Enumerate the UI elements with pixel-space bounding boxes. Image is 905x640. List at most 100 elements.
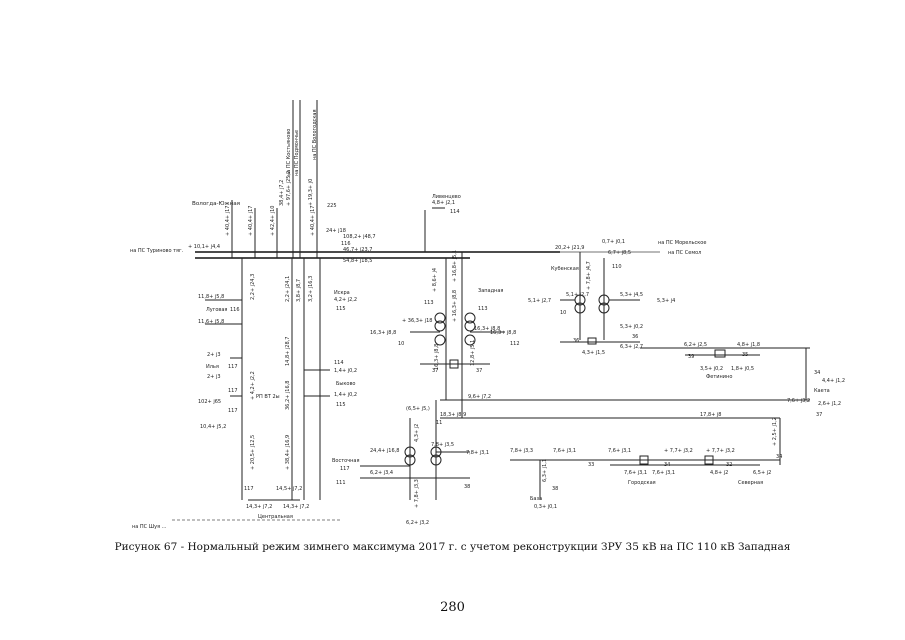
flow-s-2: 4,8+ j2 [710, 470, 728, 476]
flow-fet-1: 6,2+ j2,5 [684, 342, 707, 348]
flow-v-1: 2,2+ j24,3 [250, 274, 256, 300]
node-117-rp2: 117 [228, 408, 238, 414]
flow-fet-4: 1,8+ j0,5 [731, 366, 754, 372]
flow-isk-3: 1,4+ j0,2 [334, 392, 357, 398]
flow-lug-1: 11,8+ j5,8 [198, 294, 224, 300]
node-11: 11 [436, 420, 442, 426]
flow-kub-k3: 5,3+ j4,5 [620, 292, 643, 298]
flow-top-2: + 97,6+ j25,2 [286, 171, 292, 206]
label-ilya: Илья [206, 364, 219, 370]
flow-kub-k2: 5,1+ j2,7 [566, 292, 589, 298]
node-37-z1: 37 [432, 368, 438, 374]
flow-z-12: 17,8+ j8 [700, 412, 721, 418]
bus-vologda [195, 251, 660, 259]
node-117-rp1: 117 [228, 388, 238, 394]
flow-kub-k8: 6,3+ j2,7 [620, 344, 643, 350]
node-115-isk: 115 [336, 306, 346, 312]
fetinino-line [440, 347, 810, 465]
flow-vo-6: 4,3+ j2 [414, 424, 420, 442]
flow-z-4: 16,3+ j8,8 [370, 330, 396, 336]
flow-s-3: + 2,5+ j1,2 [772, 417, 778, 446]
flow-v-2: 2,2+ j24,1 [285, 276, 291, 302]
node-117-cen: 117 [244, 486, 254, 492]
flow-z-1: + 36,3+ j18 [402, 318, 432, 324]
flow-top-3: + 19,3+ j0 [308, 179, 314, 206]
flow-rp-5: 36,2+ j16,8 [285, 381, 291, 410]
node-225: 225 [327, 203, 337, 209]
flow-z-9: 12,8+ j5,1 [470, 340, 476, 366]
label-kubenskaya: Кубенская [551, 266, 579, 272]
flow-v-4: 3,2+ j16,3 [308, 276, 314, 302]
flow-bus-4: 54,8+ j18,5 [343, 258, 372, 264]
node-37-kaeta: 37 [816, 412, 822, 418]
label-lugovaya: Луговая [206, 307, 227, 313]
flow-rp-2: + 4,2+ j2,2 [250, 371, 256, 400]
feeders-top [231, 100, 426, 258]
node-38-baza: 38 [552, 486, 558, 492]
label-bykovo: Быково [336, 381, 355, 387]
label-to-kostyanovo: на ПС Костьяново [286, 129, 292, 176]
flow-vo-7: 6,2+ j3,2 [406, 520, 429, 526]
flow-rp-3: 10,4+ j5,2 [200, 424, 226, 430]
flow-bus-2: 108,2+ j48,7 [343, 234, 376, 240]
node-114-byk: 114 [334, 360, 344, 366]
label-to-podmonche: на ПС Подмончье [294, 130, 300, 176]
flow-g-4: 7,6+ j3,1 [624, 470, 647, 476]
flow-z-6: 16,3+ j8,8 [490, 330, 516, 336]
flow-b-2: 0,3+ j0,1 [534, 504, 557, 510]
label-vostochnaya: Восточная [332, 458, 360, 464]
flow-isk-2: 1,4+ j0,2 [334, 368, 357, 374]
flow-ilya-2: 2+ j3 [207, 374, 221, 380]
flow-bus-3: 46,7+ j23,7 [343, 247, 372, 253]
flow-vo-8: + 7,8+ j3,3 [414, 479, 420, 508]
flow-kub-2: 0,7+ j0,1 [602, 239, 625, 245]
label-liventsevo: Ливенцево [432, 194, 461, 200]
node-10-kub: 10 [560, 310, 566, 316]
label-to-morenskoe: на ПС Морельское [658, 240, 706, 246]
flow-kaeta-2: 2,6+ j1,2 [818, 401, 841, 407]
flow-kub-k4: 5,3+ j4 [657, 298, 675, 304]
left-side-network [172, 258, 340, 521]
flow-c-2: 14,3+ j7,2 [246, 504, 272, 510]
page-number: 280 [440, 600, 465, 615]
vostochnaya-substation [360, 400, 470, 500]
flow-s-1: + 7,7+ j3,2 [664, 448, 693, 454]
label-fetinino: Фетинино [706, 374, 732, 380]
flow-z-7: + 16,3+ j8,8 [452, 290, 458, 322]
flow-vo-5: 7,8+ j3,1 [466, 450, 489, 456]
flow-top-1: 38,4+ j7,2 [279, 180, 285, 206]
node-37-z2: 37 [476, 368, 482, 374]
flow-c-4: 14,5+ j7,2 [276, 486, 302, 492]
flow-b-1: 6,3+ j1,1 [542, 459, 548, 482]
flow-v-3: 3,8+ j8,7 [296, 279, 302, 302]
node-34-kaeta: 34 [814, 370, 820, 376]
flow-c-1: + 38,4+ j16,9 [285, 435, 291, 470]
label-to-semol: на ПС Семол [668, 250, 701, 256]
flow-z-8: 16,3+ j8,8 [434, 344, 440, 370]
flow-kaeta-1: 4,4+ j1,2 [822, 378, 845, 384]
flow-c-3: 14,3+ j7,2 [283, 504, 309, 510]
label-baza: База [530, 496, 542, 502]
flow-z-5: 16,3+ j8,8 [474, 326, 500, 332]
flow-kub-k6: 4,3+ j1,5 [582, 350, 605, 356]
label-to-tulinovo: на ПС Туриново тяг. [130, 248, 184, 254]
node-39: 39 [688, 354, 694, 360]
node-117-vost: 117 [340, 466, 350, 472]
flow-kub-3: 6,7+ j8,5 [608, 250, 631, 256]
node-112: 112 [510, 341, 520, 347]
label-to-vologodskaya: на ПС Вологодская [312, 110, 318, 161]
node-36-kub2: 36 [632, 334, 638, 340]
label-goroditskaya: Городская [628, 480, 656, 486]
node-113-z1: 113 [424, 300, 434, 306]
flow-kub-k5: + 7,8+ j4,7 [586, 261, 592, 290]
node-34-sev: 34 [776, 454, 782, 460]
flow-ilya-1: 2+ j3 [207, 352, 221, 358]
node-115-byk: 115 [336, 402, 346, 408]
flow-fet-3: 3,5+ j0,2 [700, 366, 723, 372]
node-34-gor: 34 [664, 462, 670, 468]
label-to-shuya: на ПС Шуя ... [132, 524, 167, 530]
figure-caption: Рисунок 67 - Нормальный режим зимнего ма… [114, 541, 791, 553]
flow-z-2: + 8,6+ j4 [432, 268, 438, 292]
flow-z-10: 9,6+ j7,2 [468, 394, 491, 400]
flow-lug-2: 11,6+ j5,8 [198, 319, 224, 325]
